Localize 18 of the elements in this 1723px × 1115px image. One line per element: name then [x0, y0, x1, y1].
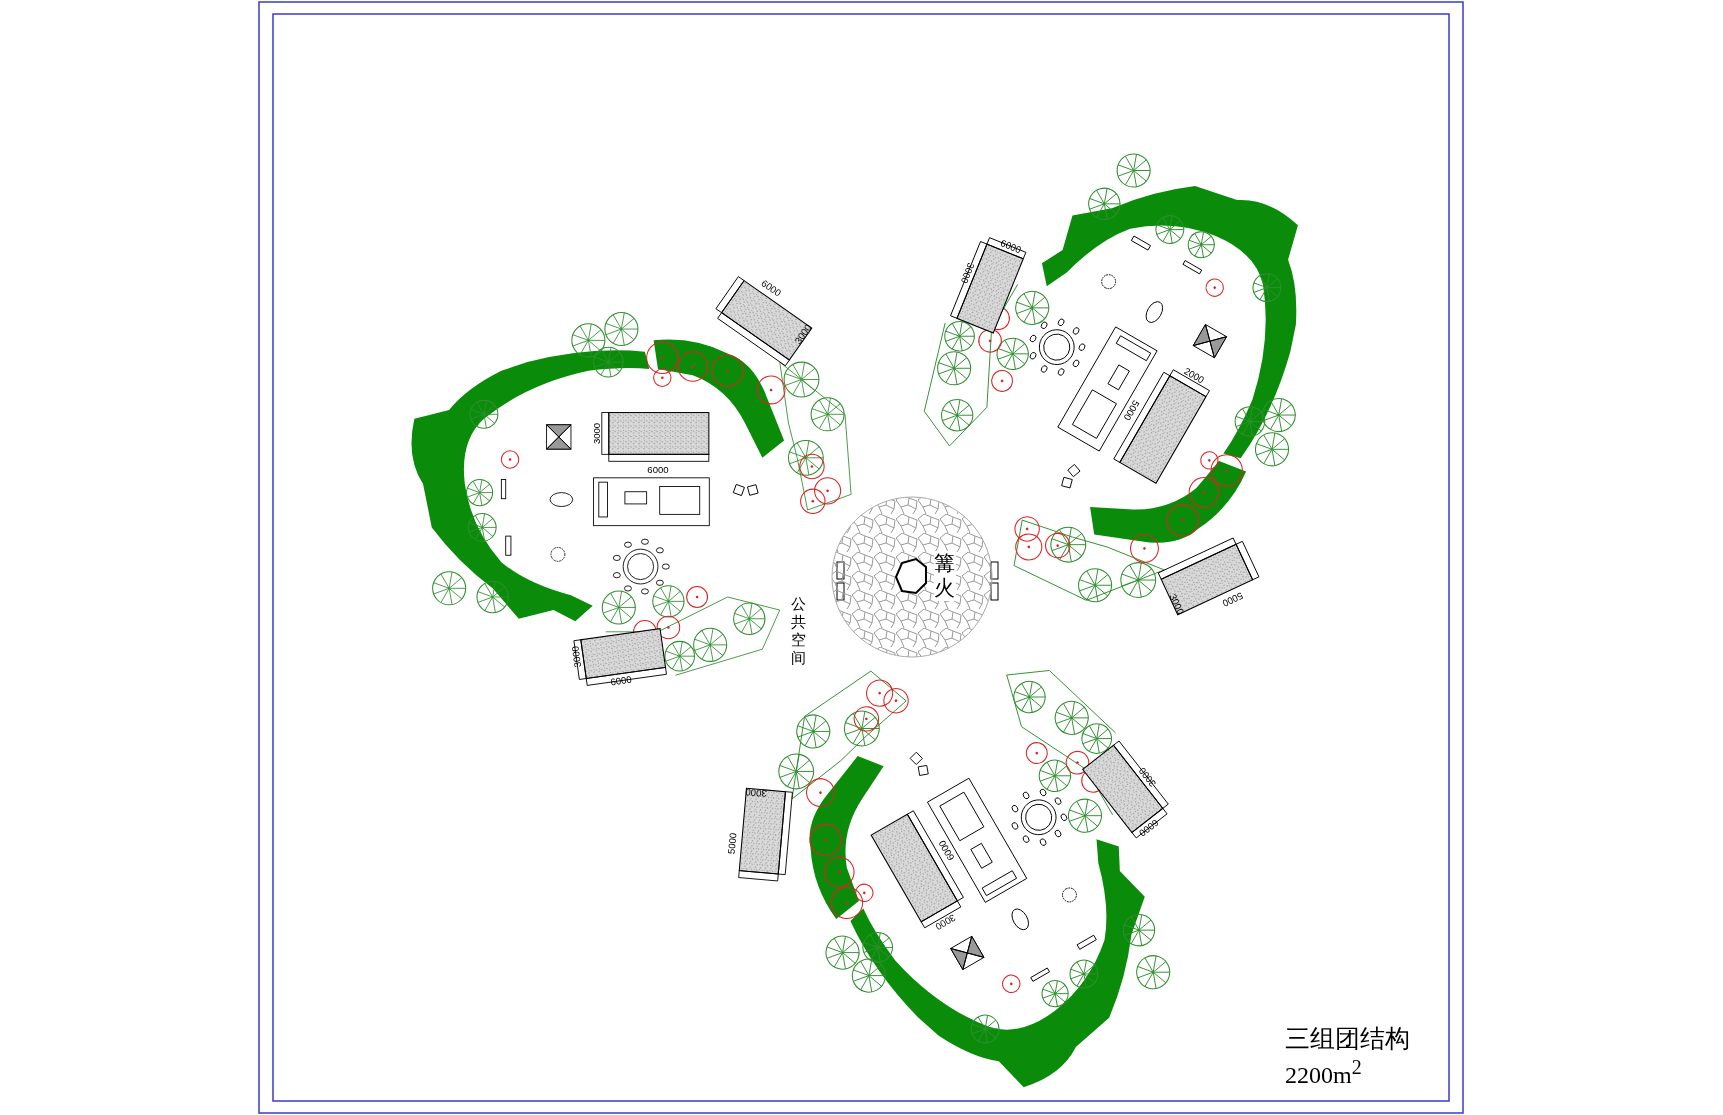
dimension-label: 6000: [759, 277, 784, 299]
plan-title: 三组团结构: [1285, 1023, 1410, 1055]
area-label: 公共空间: [791, 595, 807, 667]
dimension-label: 2000: [1182, 365, 1207, 386]
dimension-label: 6000: [647, 464, 669, 476]
area-figure: 2200m$^{2}$: [1285, 1056, 1362, 1089]
dimension-label: 3000: [590, 422, 602, 445]
dimension-label: 3000: [933, 912, 958, 933]
dimension-label: 3000: [1167, 592, 1187, 617]
dimension-label: 3000: [745, 786, 768, 800]
dimension-label: 3000: [958, 261, 977, 286]
bonfire-label: 篝火: [934, 551, 956, 601]
dimension-label: 6000: [609, 673, 633, 688]
dimension-label: 5000: [1220, 590, 1245, 610]
dimension-label: 5000: [725, 832, 739, 855]
dimension-label: 6000: [1137, 817, 1161, 839]
dimension-label: 6000: [999, 237, 1023, 256]
dimension-label: 3000: [569, 645, 584, 668]
